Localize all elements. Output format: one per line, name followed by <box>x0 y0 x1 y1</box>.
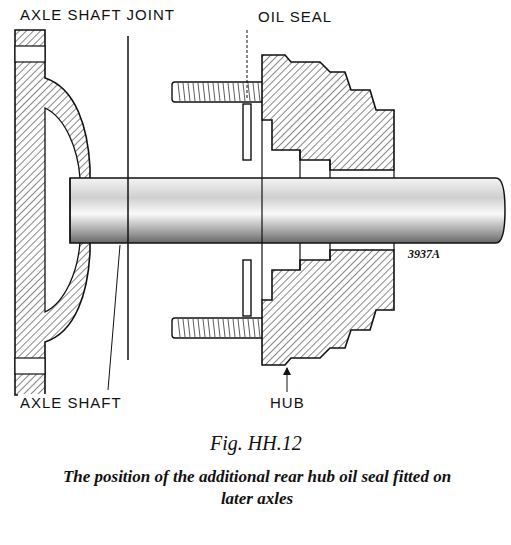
leader-line <box>247 30 248 100</box>
oil-seal <box>243 260 251 316</box>
part-label: HUB <box>268 394 307 411</box>
leader-line <box>108 245 120 390</box>
flange-bolt-hole <box>15 46 45 62</box>
figure-caption: The position of the additional rear hub … <box>45 466 469 510</box>
flange-bolt-hole <box>15 358 45 374</box>
oil-seal <box>243 104 251 160</box>
part-label: OIL SEAL <box>256 8 334 25</box>
joint-line <box>127 36 129 360</box>
hub-casting <box>262 250 394 365</box>
wheel-studs <box>172 82 264 338</box>
drawing-number: 3937A <box>406 248 442 262</box>
axle-shaft <box>70 178 505 243</box>
hub-bearing-lines <box>262 120 394 300</box>
part-label: AXLE SHAFT JOINT <box>18 6 177 23</box>
figure-number: Fig. HH.12 <box>208 432 304 455</box>
part-label: AXLE SHAFT <box>18 394 124 411</box>
hub-casting <box>262 55 394 170</box>
